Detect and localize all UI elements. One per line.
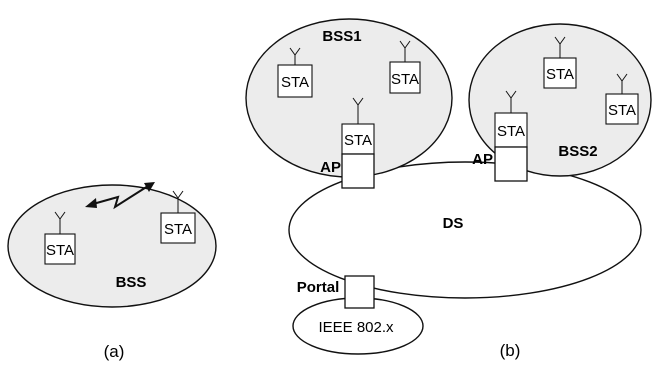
sta-label: STA bbox=[391, 71, 419, 88]
ds-label: DS bbox=[443, 215, 464, 232]
ds-ellipse bbox=[288, 161, 642, 299]
sta-label: STA bbox=[344, 132, 372, 149]
ap-bss2: STA AP bbox=[472, 90, 528, 182]
ibss-group: STA STA BSS (a) bbox=[7, 182, 217, 361]
caption-a: (a) bbox=[104, 342, 125, 361]
sta-label: STA bbox=[497, 123, 525, 140]
ap-label: AP bbox=[320, 159, 341, 176]
sta-box bbox=[605, 93, 639, 125]
ieee-802x-label: IEEE 802.x bbox=[318, 319, 394, 336]
ap-label: AP bbox=[472, 151, 493, 168]
sta-box bbox=[389, 61, 421, 94]
bss2-label: BSS2 bbox=[558, 143, 597, 160]
sta-box bbox=[160, 212, 196, 244]
bss-ellipse bbox=[7, 184, 217, 308]
ap-box bbox=[341, 153, 375, 189]
ap-box bbox=[494, 146, 528, 182]
portal-box bbox=[344, 275, 375, 309]
sta-box bbox=[277, 64, 313, 98]
sta-station: STA bbox=[44, 211, 76, 265]
wireless-link-arrow bbox=[85, 182, 155, 210]
ap-bss1: STA AP bbox=[320, 97, 375, 189]
bss1-label: BSS1 bbox=[322, 28, 361, 45]
sta-station: STA bbox=[160, 190, 196, 244]
sta-box bbox=[44, 233, 76, 265]
sta-station: STA bbox=[389, 40, 421, 94]
sta-label: STA bbox=[164, 221, 192, 238]
portal-label: Portal bbox=[297, 279, 340, 296]
sta-box bbox=[341, 123, 375, 155]
sta-station: STA bbox=[277, 47, 313, 98]
sta-label: STA bbox=[281, 74, 309, 91]
sta-box bbox=[494, 112, 528, 148]
sta-label: STA bbox=[46, 242, 74, 259]
sta-label: STA bbox=[546, 66, 574, 83]
caption-b: (b) bbox=[500, 341, 521, 360]
sta-label: STA bbox=[608, 102, 636, 119]
sta-station: STA bbox=[605, 73, 639, 125]
bss-label: BSS bbox=[116, 274, 147, 291]
sta-box bbox=[543, 57, 577, 89]
sta-station: STA bbox=[543, 36, 577, 89]
infrastructure-group: STA STA STA AP STA bbox=[245, 18, 652, 360]
